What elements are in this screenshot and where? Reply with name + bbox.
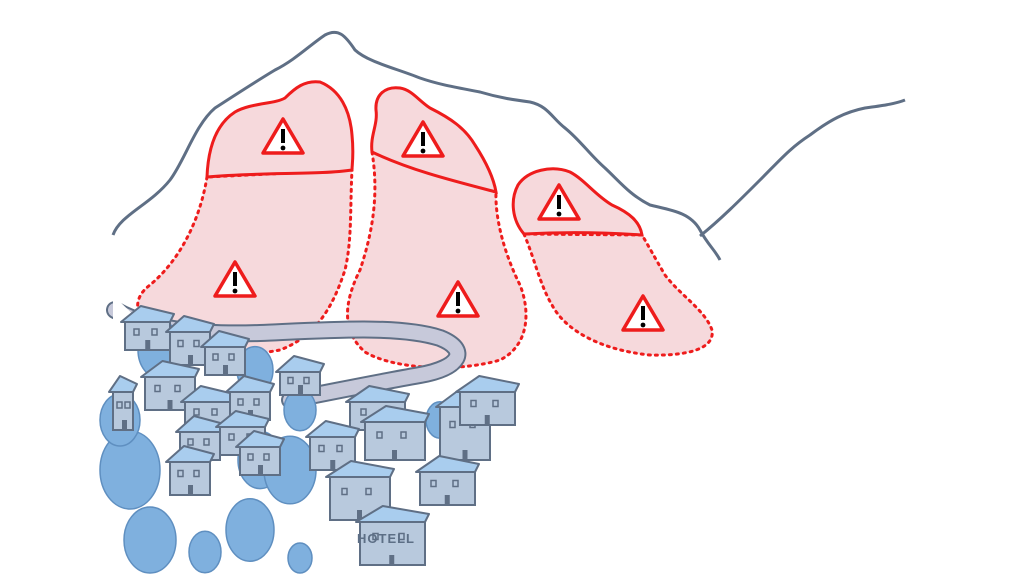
exclamation-triangle-icon	[436, 280, 480, 318]
hazard-zone-right	[511, 167, 714, 357]
tree	[123, 506, 177, 574]
exclamation-triangle-icon	[261, 117, 305, 155]
exclamation-triangle-icon	[401, 120, 445, 158]
house	[120, 305, 175, 351]
runout-area	[521, 232, 714, 357]
house	[455, 375, 520, 426]
mountain-ridge-line-right	[699, 98, 906, 238]
exclamation-triangle-icon	[621, 294, 665, 332]
house	[305, 420, 360, 471]
house	[165, 445, 215, 496]
release-area	[511, 167, 644, 237]
tree	[188, 530, 222, 574]
exclamation-triangle-icon	[537, 183, 581, 221]
house	[355, 505, 430, 566]
house	[415, 455, 480, 506]
tree	[287, 542, 313, 574]
warning-icons	[213, 117, 665, 332]
mountain-ridge-line	[111, 30, 722, 261]
house	[200, 330, 250, 376]
village: HOTELL	[99, 295, 520, 574]
house	[108, 375, 138, 431]
runout-area	[136, 168, 354, 355]
tree	[225, 498, 275, 562]
hotel-sign: HOTELL	[357, 531, 415, 546]
house	[275, 355, 325, 396]
house	[360, 405, 430, 461]
exclamation-triangle-icon	[213, 260, 257, 298]
house	[235, 430, 285, 476]
house	[325, 460, 395, 521]
